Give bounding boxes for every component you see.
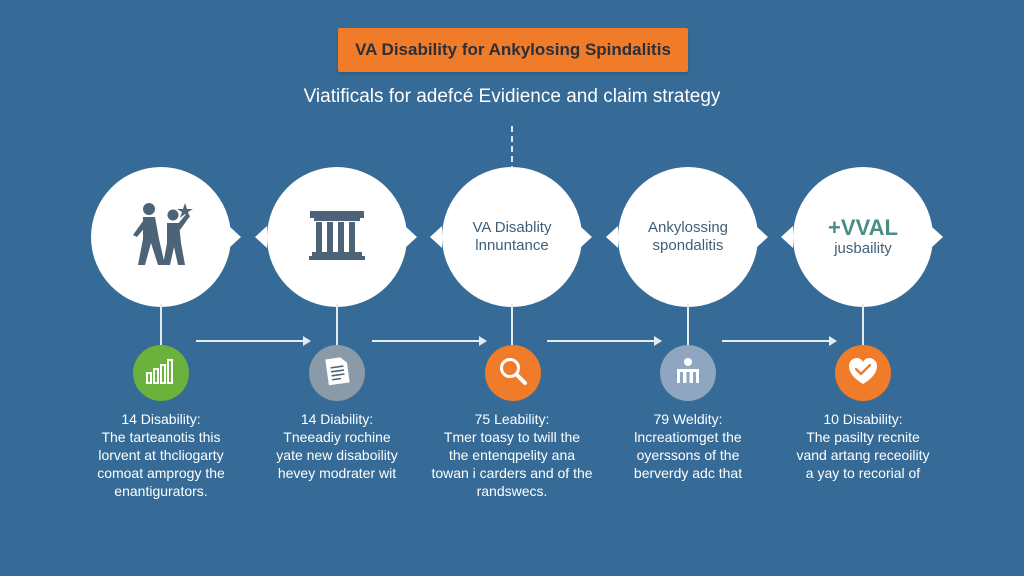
people-walking-icon	[129, 199, 193, 276]
connector-5	[862, 304, 864, 346]
courthouse-icon	[308, 209, 366, 266]
circle-5: +VVAL jusbaility	[793, 167, 933, 307]
step-3-badge	[485, 345, 541, 401]
step-3-text: 75 Leability: Tmer toasy to twill the th…	[417, 410, 607, 500]
flow-arrow-3-head	[654, 336, 662, 346]
circle-2	[267, 167, 407, 307]
magnifier-icon	[497, 355, 529, 392]
down-connector	[511, 126, 513, 192]
step-2-badge	[309, 345, 365, 401]
circle-5-notch-right	[931, 226, 943, 248]
flow-arrow-1	[196, 340, 304, 342]
step-1-heading: 14 Disability:	[121, 411, 201, 427]
step-5-heading: 10 Disability:	[823, 411, 903, 427]
step-4-text: 79 Weldity: lncreatiomget the oyerssons …	[593, 410, 783, 482]
connector-1	[160, 304, 162, 346]
circle-2-notch-left	[255, 226, 267, 248]
circle-2-notch-right	[405, 226, 417, 248]
connector-4	[687, 304, 689, 346]
document-icon	[324, 356, 350, 391]
circle-4: Ankylossing spondalitis	[618, 167, 758, 307]
flow-arrow-4-head	[829, 336, 837, 346]
connector-2	[336, 304, 338, 346]
circle-5-label: +VVAL jusbaility	[828, 215, 898, 258]
step-1-text: 14 Disability: The tarteanotis this lorv…	[66, 410, 256, 500]
step-5-badge	[835, 345, 891, 401]
step-5-text: 10 Disability: The pasilty recnite vand …	[768, 410, 958, 482]
building-icon	[672, 355, 704, 392]
flow-arrow-2	[372, 340, 480, 342]
circle-1-notch	[229, 226, 241, 248]
step-4-badge	[660, 345, 716, 401]
page-subtitle: Viatificals for adefcé Evidience and cla…	[303, 86, 721, 107]
circle-4-notch-right	[756, 226, 768, 248]
circle-4-notch-left	[606, 226, 618, 248]
circle-3-notch-right	[580, 226, 592, 248]
step-2-heading: 14 Diability:	[300, 411, 374, 427]
flow-arrow-3	[547, 340, 655, 342]
circle-5-notch-left	[781, 226, 793, 248]
circle-3: VA Disablity lnnuntance	[442, 167, 582, 307]
circle-3-notch-left	[430, 226, 442, 248]
connector-3	[511, 304, 513, 346]
circle-3-label: VA Disablity lnnuntance	[472, 219, 552, 254]
circle-1	[91, 167, 231, 307]
step-1-badge	[133, 345, 189, 401]
check-face-icon	[847, 356, 879, 391]
page-title: VA Disability for Ankylosing Spindalitis	[355, 40, 671, 59]
title-banner: VA Disability for Ankylosing Spindalitis	[338, 28, 688, 72]
circle-4-label: Ankylossing spondalitis	[647, 219, 729, 254]
flow-arrow-1-head	[303, 336, 311, 346]
bar-chart-icon	[145, 357, 177, 390]
flow-arrow-2-head	[479, 336, 487, 346]
step-2-text: 14 Diability: Tneeadiy rochine yate new …	[242, 410, 432, 482]
flow-arrow-4	[722, 340, 830, 342]
step-4-heading: 79 Weldity:	[653, 411, 723, 427]
step-3-heading: 75 Leability:	[474, 411, 550, 427]
